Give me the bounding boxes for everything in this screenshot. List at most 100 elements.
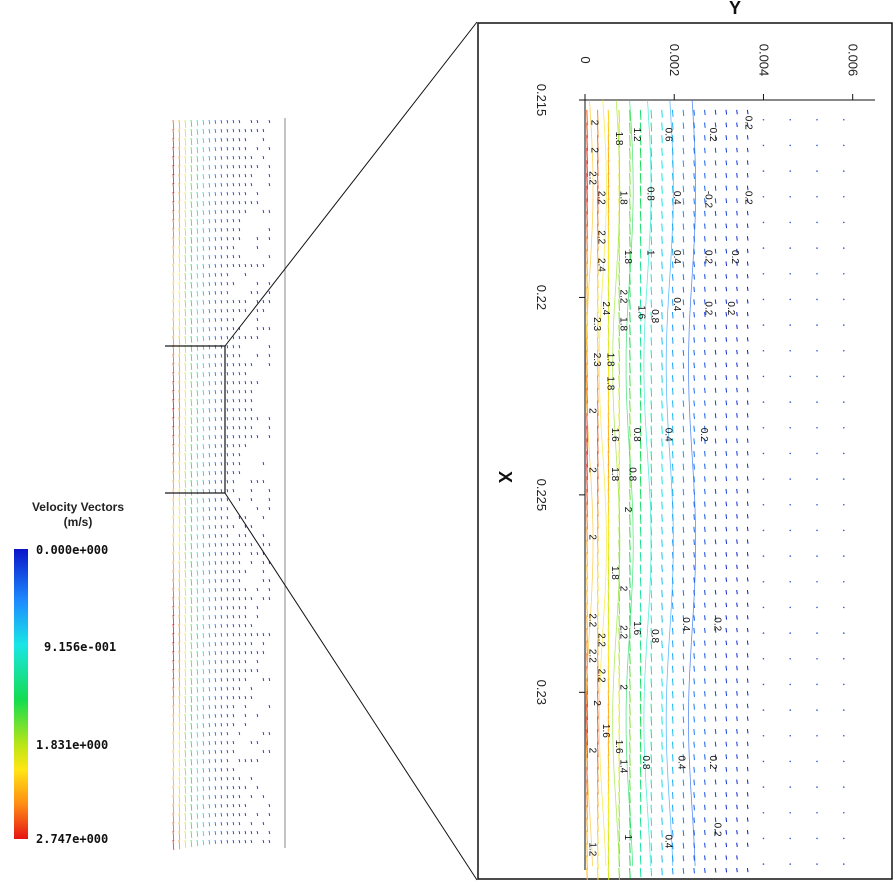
vector-arrow <box>726 514 727 519</box>
vector-arrow <box>662 590 663 597</box>
vector-arrow <box>619 363 620 375</box>
vector-arrow <box>672 666 673 673</box>
vector-arrow <box>747 716 748 720</box>
contour-label: 1.8 <box>609 467 620 481</box>
vector-arrow <box>705 160 706 165</box>
vector-arrow <box>705 817 706 822</box>
vector-arrow <box>705 792 706 797</box>
vector-dot <box>763 709 765 711</box>
vector-arrow <box>672 729 673 736</box>
vector-arrow <box>630 400 631 411</box>
vector-arrow <box>694 350 695 355</box>
vector-arrow <box>747 451 748 455</box>
vector-arrow <box>672 615 673 622</box>
vector-arrow <box>694 312 695 317</box>
y-axis-label: Y <box>729 0 741 18</box>
vector-arrow <box>662 287 663 294</box>
vector-arrow <box>694 729 695 735</box>
vector-arrow <box>705 337 706 342</box>
vector-arrow <box>726 628 727 632</box>
x-axis-label: X <box>495 471 515 483</box>
vector-arrow <box>705 830 706 835</box>
vector-dot <box>763 222 765 224</box>
vector-arrow <box>726 653 727 658</box>
vector-arrow <box>651 325 652 333</box>
vector-dot <box>763 632 765 634</box>
vector-arrow <box>597 514 598 529</box>
vector-arrow <box>737 236 738 240</box>
vector-arrow <box>726 160 727 165</box>
vector-arrow <box>683 780 684 786</box>
contour-label: 1.6 <box>600 724 611 738</box>
vector-arrow <box>608 438 609 452</box>
vector-arrow <box>630 843 631 853</box>
vector-dot <box>816 401 818 403</box>
vector-arrow <box>737 413 738 418</box>
vector-dot <box>789 709 791 711</box>
vector-arrow <box>726 236 727 241</box>
vector-dot <box>843 658 845 660</box>
vector-arrow <box>608 186 609 200</box>
vector-dot <box>843 504 845 506</box>
vector-arrow <box>694 502 695 508</box>
vector-arrow <box>726 565 727 569</box>
vector-arrow <box>747 476 748 480</box>
vector-arrow <box>726 274 727 278</box>
vector-arrow <box>651 817 652 825</box>
vector-arrow <box>662 198 663 206</box>
vector-arrow <box>587 855 588 869</box>
vector-dot <box>816 196 818 198</box>
vector-dot <box>816 863 818 865</box>
vector-arrow <box>662 691 663 699</box>
vector-dot <box>763 838 765 840</box>
vector-arrow <box>747 628 748 632</box>
vector-arrow <box>747 375 748 379</box>
vector-arrow <box>640 855 641 864</box>
vector-arrow <box>662 400 663 408</box>
vector-arrow <box>694 742 695 748</box>
vector-arrow <box>608 249 609 262</box>
vector-arrow <box>737 363 738 367</box>
vector-dot <box>763 504 765 506</box>
vector-arrow <box>737 754 738 759</box>
vector-dot <box>816 478 818 480</box>
vector-arrow <box>694 388 695 394</box>
vector-arrow <box>662 868 663 875</box>
vector-arrow <box>662 350 663 357</box>
vector-arrow <box>715 363 716 368</box>
vector-arrow <box>597 577 598 591</box>
vector-arrow <box>715 375 716 380</box>
vector-dot <box>789 684 791 686</box>
vector-dot <box>763 401 765 403</box>
vector-arrow <box>672 767 673 774</box>
vector-arrow <box>651 742 652 751</box>
vector-dot <box>816 222 818 224</box>
vector-arrow <box>747 704 748 708</box>
vector-arrow <box>683 400 684 406</box>
contour-label: -0.2 <box>702 191 713 209</box>
vector-arrow <box>715 868 716 873</box>
vector-arrow <box>726 754 727 759</box>
vector-arrow <box>672 653 673 660</box>
vector-arrow <box>737 489 738 494</box>
vector-arrow <box>630 413 631 425</box>
vector-arrow <box>608 123 609 137</box>
x-tick-label: 0.215 <box>534 84 549 117</box>
vector-arrow <box>630 666 631 677</box>
contour-label: 2 <box>586 467 597 473</box>
vector-arrow <box>662 148 663 156</box>
vector-arrow <box>683 337 684 343</box>
vector-dot <box>789 581 791 583</box>
vector-arrow <box>715 666 716 671</box>
vector-arrow <box>747 615 748 619</box>
vector-arrow <box>705 476 706 481</box>
vector-dot <box>843 273 845 275</box>
x-tick-label: 0.22 <box>534 285 549 310</box>
vector-dot <box>843 350 845 352</box>
contour-label: 1.6 <box>609 428 620 442</box>
vector-arrow <box>726 539 727 543</box>
vector-arrow <box>608 628 609 641</box>
vector-arrow <box>737 274 738 278</box>
vector-arrow <box>715 514 716 519</box>
vector-dot <box>789 504 791 506</box>
